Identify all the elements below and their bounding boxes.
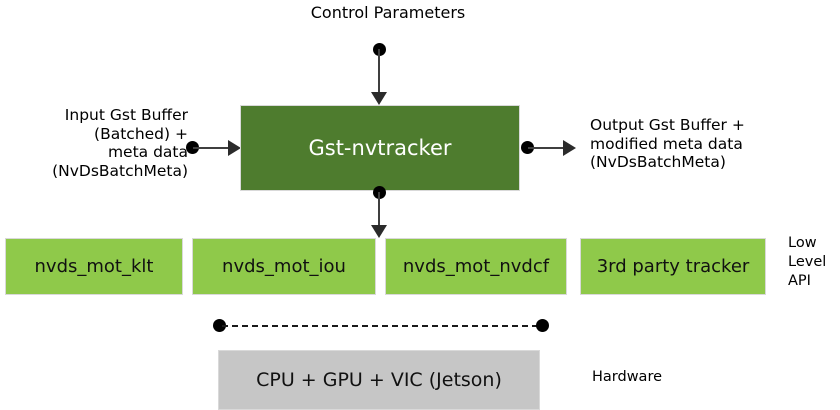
low-level-api-group-label: Low Level API xyxy=(788,235,827,289)
hardware-group-label: Hardware xyxy=(592,369,663,385)
output-connector-line xyxy=(528,147,566,149)
low-level-block-nvds-mot-klt[interactable]: nvds_mot_klt xyxy=(5,238,183,295)
control-parameters-connector-line xyxy=(378,49,380,93)
gst-nvtracker-block-label: Gst-nvtracker xyxy=(308,136,452,160)
low-level-api-arrowhead-icon xyxy=(371,225,387,238)
hardware-dashed-link xyxy=(222,325,538,327)
low-level-block-label: nvds_mot_klt xyxy=(34,256,154,277)
input-connector-dot xyxy=(186,141,199,154)
low-level-block-label: 3rd party tracker xyxy=(596,256,750,277)
hardware-link-dot-left xyxy=(213,319,226,332)
low-level-block-nvds-mot-iou[interactable]: nvds_mot_iou xyxy=(192,238,376,295)
output-connector-dot xyxy=(521,141,534,154)
output-arrowhead-icon xyxy=(563,140,576,156)
gst-nvtracker-block[interactable]: Gst-nvtracker xyxy=(240,105,520,191)
input-connector-line xyxy=(193,147,231,149)
control-parameters-arrowhead-icon xyxy=(371,92,387,105)
low-level-block-nvds-mot-nvdcf[interactable]: nvds_mot_nvdcf xyxy=(385,238,567,295)
input-gst-buffer-label: Input Gst Buffer (Batched) + meta data (… xyxy=(52,106,188,180)
low-level-block-label: nvds_mot_iou xyxy=(222,256,346,277)
low-level-block-label: nvds_mot_nvdcf xyxy=(402,256,550,277)
input-arrowhead-icon xyxy=(228,140,241,156)
low-level-api-connector-line xyxy=(378,192,380,226)
output-gst-buffer-label: Output Gst Buffer + modified meta data (… xyxy=(590,116,745,171)
hardware-block[interactable]: CPU + GPU + VIC (Jetson) xyxy=(218,350,540,410)
hardware-link-dot-right xyxy=(536,319,549,332)
hardware-block-label: CPU + GPU + VIC (Jetson) xyxy=(256,369,502,391)
low-level-block-3rd-party-tracker[interactable]: 3rd party tracker xyxy=(580,238,766,295)
control-parameters-label: Control Parameters xyxy=(310,3,466,22)
